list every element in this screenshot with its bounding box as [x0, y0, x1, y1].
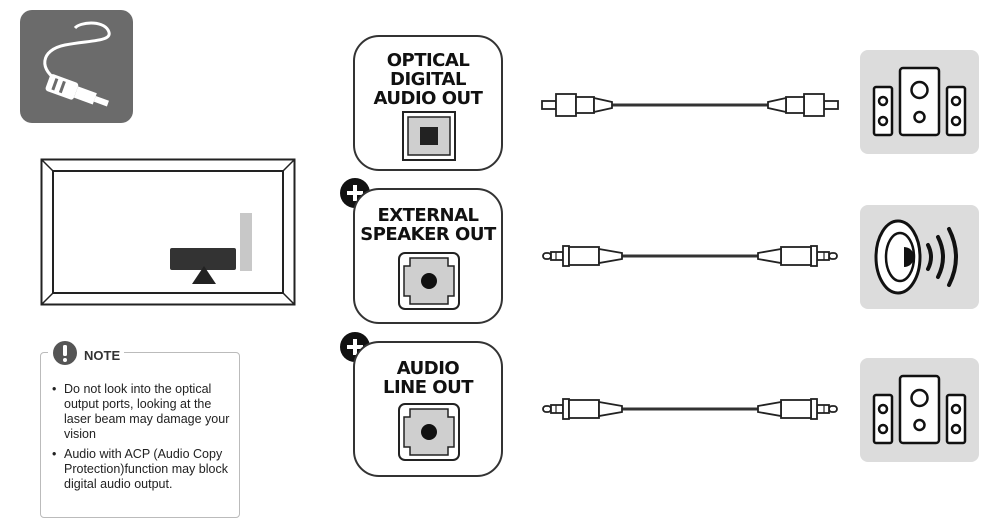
warning-icon [52, 340, 78, 371]
speaker-system-tile [860, 358, 979, 462]
port-box-external-speaker: EXTERNAL SPEAKER OUT [353, 188, 503, 324]
note-box [40, 352, 240, 518]
audio-jack-port-icon [398, 403, 460, 466]
pointer-arrow-icon [192, 266, 216, 289]
speaker-system-icon [872, 374, 967, 445]
speaker-system-tile [860, 50, 979, 154]
loudspeaker-tile [860, 205, 979, 309]
port-label: EXTERNAL SPEAKER OUT [360, 205, 496, 245]
optical-cable [540, 90, 840, 125]
audio-jack-cable [540, 394, 840, 429]
port-box-optical: OPTICAL DIGITAL AUDIO OUT [353, 35, 503, 171]
note-list: Do not look into the optical output port… [52, 382, 238, 497]
note-item: Audio with ACP (Audio Copy Protection)fu… [52, 447, 238, 492]
tv-side-panel [240, 213, 252, 271]
tv-port-panel [170, 248, 236, 270]
note-title: NOTE [84, 348, 121, 363]
port-box-audio-line: AUDIO LINE OUT [353, 341, 503, 477]
speaker-system-icon [872, 66, 967, 137]
port-label: AUDIO LINE OUT [383, 358, 474, 398]
cable-category-icon [20, 10, 133, 123]
tv-outline [40, 158, 296, 306]
loudspeaker-icon [874, 219, 958, 295]
audio-jack-port-icon [398, 252, 460, 315]
audio-jack-cable [540, 241, 840, 276]
note-item: Do not look into the optical output port… [52, 382, 238, 442]
port-label: OPTICAL DIGITAL AUDIO OUT [373, 50, 483, 109]
note-header: NOTE [48, 340, 125, 371]
optical-port-icon [402, 111, 456, 166]
